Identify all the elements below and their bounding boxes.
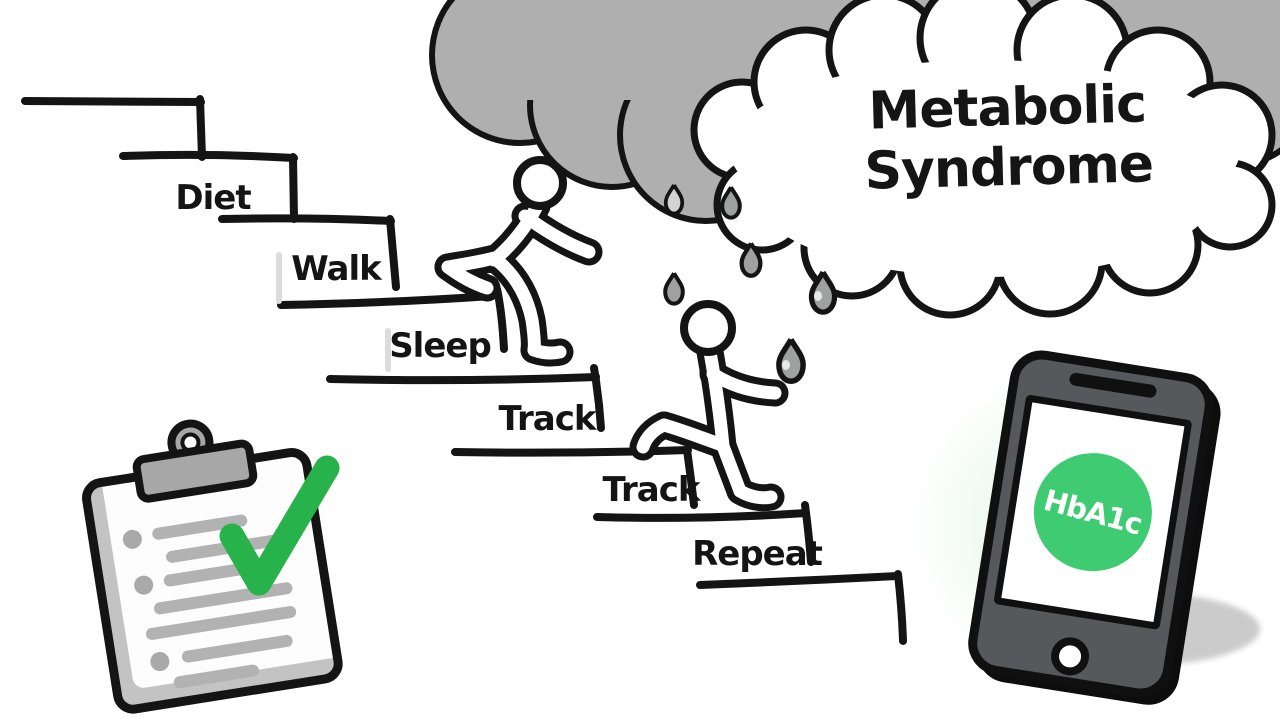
thought-cloud <box>690 0 1276 319</box>
raindrop-icon <box>663 184 685 216</box>
raindrop-icon <box>720 186 742 220</box>
clipboard <box>74 416 346 717</box>
raindrop-icon <box>739 242 763 278</box>
step-label-sleep: Sleep <box>389 326 492 366</box>
metabolic-syndrome-label: Metabolic Syndrome <box>787 72 1230 203</box>
step-label-track2: Track <box>602 470 701 510</box>
raindrop-icon <box>808 270 838 315</box>
stick-figure-upper <box>434 156 603 367</box>
step-label-track1: Track <box>498 399 597 439</box>
hba1c-badge: HbA1c <box>1025 444 1161 580</box>
step-label-walk: Walk <box>291 249 381 289</box>
hba1c-badge-text: HbA1c <box>1040 482 1146 542</box>
phone-screen: HbA1c <box>993 394 1193 630</box>
step-label-diet: Diet <box>175 178 251 218</box>
staircase <box>21 95 907 645</box>
stick-figure-lower <box>629 300 789 512</box>
raindrop-icon <box>776 338 806 384</box>
label-shadow <box>276 252 282 304</box>
label-shadow <box>385 328 391 372</box>
step-label-repeat: Repeat <box>692 534 823 574</box>
cloud-text-line2: Syndrome <box>863 134 1154 202</box>
raindrop-icon <box>663 272 685 306</box>
raindrops <box>663 184 838 384</box>
